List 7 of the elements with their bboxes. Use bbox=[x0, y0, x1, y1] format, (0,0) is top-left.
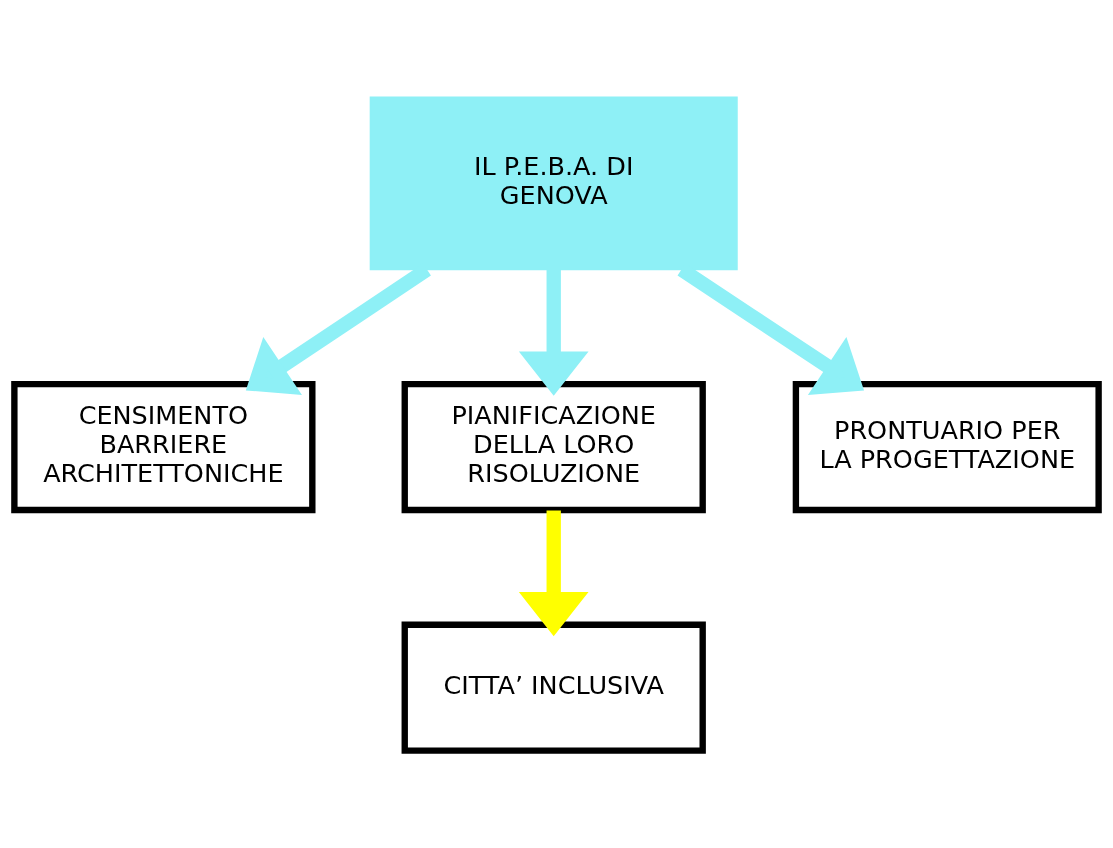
node-box: PRONTUARIO PER LA PROGETTAZIONE bbox=[792, 381, 1102, 514]
node-box: IL P.E.B.A. DI GENOVA bbox=[369, 96, 738, 271]
arrow bbox=[518, 269, 589, 396]
node-box: CITTA’ INCLUSIVA bbox=[401, 621, 706, 754]
node-box: CENSIMENTO BARRIERE ARCHITETTONICHE bbox=[11, 381, 316, 514]
arrow bbox=[518, 510, 589, 637]
node-box: PIANIFICAZIONE DELLA LORO RISOLUZIONE bbox=[401, 381, 706, 514]
